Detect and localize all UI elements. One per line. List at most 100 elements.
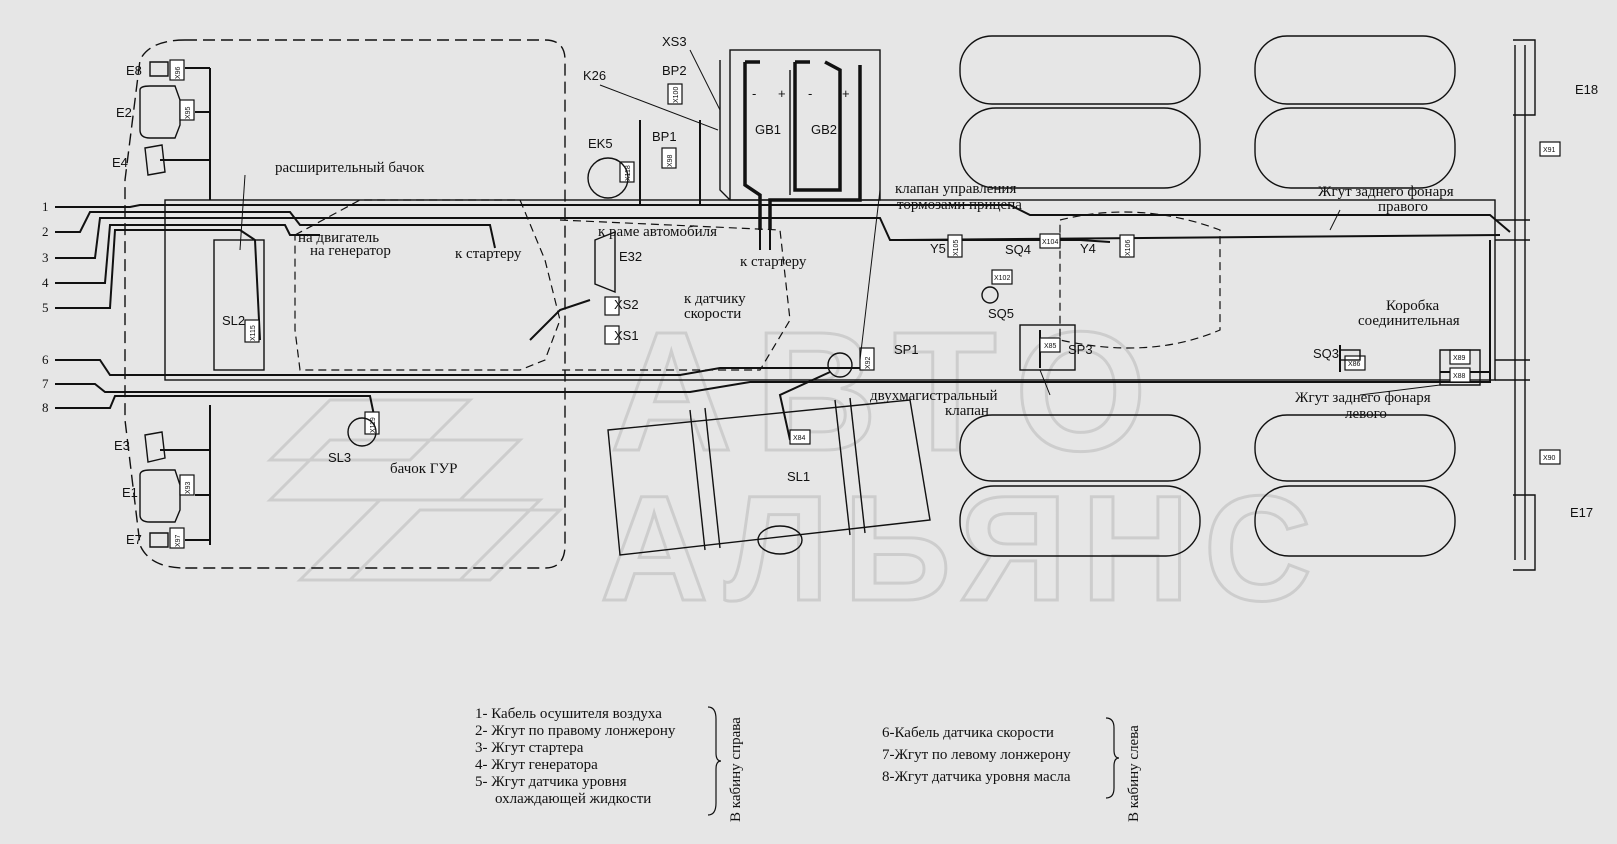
watermark-line1: АВТО <box>610 297 1169 487</box>
conn-x86: X86 <box>1348 361 1361 368</box>
legend-item-8: 8-Жгут датчика уровня масла <box>882 769 1071 785</box>
label-trailer-valve-2: тормозами прицепа <box>897 197 1022 213</box>
watermark: АВТО АЛЬЯНС <box>266 296 1326 634</box>
conn-x88: X88 <box>1453 373 1466 380</box>
label-to-starter-2: к стартеру <box>740 254 807 270</box>
wire-number-4: 4 <box>42 275 49 290</box>
connector-boxes <box>169 59 1561 549</box>
side-label-right: В кабину справа <box>728 717 744 822</box>
conn-x118: X118 <box>625 165 632 181</box>
side-label-left: В кабину слева <box>1126 725 1142 822</box>
label-expansion-tank: расширительный бачок <box>275 160 425 176</box>
label-speed-sensor-1: к датчику <box>684 291 746 307</box>
label-bp1: BP1 <box>652 129 677 144</box>
wire-number-5: 5 <box>42 300 49 315</box>
conn-x100: X100 <box>673 87 680 103</box>
label-rear-right-1: Жгут заднего фонаря <box>1318 184 1454 200</box>
legend-item-2: 2- Жгут по правому лонжерону <box>475 723 676 739</box>
conn-x90: X90 <box>1543 455 1556 462</box>
engine-sketch <box>294 199 1221 371</box>
label-dual-valve-2: клапан <box>945 403 989 419</box>
label-sl3: SL3 <box>328 450 351 465</box>
battery-minus-2: - <box>808 86 812 101</box>
sq5-switch-icon <box>981 286 999 304</box>
label-junction-1: Коробка <box>1386 298 1439 314</box>
wire-number-1: 1 <box>42 199 49 214</box>
legend-item-5b: охлаждающей жидкости <box>495 791 652 807</box>
label-e2: E2 <box>116 105 132 120</box>
label-to-generator: на генератор <box>310 243 391 259</box>
wire-number-6: 6 <box>42 352 49 367</box>
label-xs1: XS1 <box>614 328 639 343</box>
label-gb1: GB1 <box>755 122 781 137</box>
label-sp1: SP1 <box>894 342 919 357</box>
front-lamps <box>139 61 181 548</box>
conn-x104: X104 <box>1042 239 1058 246</box>
lamp-e4-icon <box>144 144 166 176</box>
label-to-frame: к раме автомобиля <box>598 224 717 240</box>
ek5-heater-icon <box>587 157 629 199</box>
label-k26: K26 <box>583 68 606 83</box>
conn-x95: X95 <box>185 106 192 119</box>
label-e18: E18 <box>1575 82 1598 97</box>
wire-number-8: 8 <box>42 400 49 415</box>
conn-x97: X97 <box>175 534 182 547</box>
label-xs2: XS2 <box>614 297 639 312</box>
conn-x102: X102 <box>994 275 1010 282</box>
wire-number-3: 3 <box>42 250 49 265</box>
label-e8: E8 <box>126 63 142 78</box>
label-ek5: EK5 <box>588 136 613 151</box>
label-to-starter-1: к стартеру <box>455 246 522 262</box>
conn-x98: X98 <box>667 154 674 167</box>
sp3-sensor-icon <box>1019 324 1076 371</box>
leader-lines <box>239 49 1441 396</box>
sl2-sensor-icon <box>213 239 265 371</box>
connector-labels: X96 X95 X93 X97 X115 X119 X118 X100 X98 … <box>175 66 1556 547</box>
lamp-e1-icon <box>139 469 181 523</box>
label-rear-right-2: правого <box>1378 199 1428 215</box>
label-sl1: SL1 <box>787 469 810 484</box>
label-sl2: SL2 <box>222 313 245 328</box>
label-speed-sensor-2: скорости <box>684 306 741 322</box>
e32-lamp-icon <box>594 230 616 294</box>
label-dual-valve-1: двухмагистральный <box>870 388 998 404</box>
rear-lamp-e17-icon <box>1513 494 1536 571</box>
wire-number-7: 7 <box>42 376 49 391</box>
wire-number-2: 2 <box>42 224 49 239</box>
harness-wires <box>55 67 1511 545</box>
lamp-e8-icon <box>149 61 169 77</box>
label-gur-tank: бачок ГУР <box>390 461 457 477</box>
brace-right-icon <box>707 706 722 816</box>
sp1-sensor-icon <box>827 352 853 378</box>
label-e17: E17 <box>1570 505 1593 520</box>
label-e7: E7 <box>126 532 142 547</box>
label-sq3: SQ3 <box>1313 346 1339 361</box>
battery-cable <box>743 62 762 230</box>
watermark-line2: АЛЬЯНС <box>600 464 1326 632</box>
legend-item-5: 5- Жгут датчика уровня <box>475 774 627 790</box>
sl3-sensor-icon <box>347 417 377 447</box>
label-y4: Y4 <box>1080 241 1096 256</box>
rear-wheels <box>959 35 1526 560</box>
lamp-e7-icon <box>149 532 169 548</box>
conn-x89: X89 <box>1453 355 1466 362</box>
conn-x91: X91 <box>1543 147 1556 154</box>
label-gb2: GB2 <box>811 122 837 137</box>
label-to-engine: на двигатель <box>298 230 379 246</box>
conn-x84: X84 <box>793 435 806 442</box>
battery-plus-1: + <box>778 86 786 101</box>
conn-x92: X92 <box>865 356 872 369</box>
legend-item-4: 4- Жгут генератора <box>475 757 598 773</box>
legend-item-3: 3- Жгут стартера <box>475 740 584 756</box>
cab-outline <box>124 39 566 569</box>
battery-plus-2: + <box>842 86 850 101</box>
lamp-e3-icon <box>144 431 166 463</box>
label-junction-2: соединительная <box>1358 313 1460 329</box>
label-y5: Y5 <box>930 241 946 256</box>
fuel-tank <box>607 397 931 556</box>
legend-right: 1- Кабель осушителя воздуха 2- Жгут по п… <box>475 706 675 808</box>
legend-item-7: 7-Жгут по левому лонжерону <box>882 747 1071 763</box>
label-rear-left-2: левого <box>1345 406 1387 422</box>
brace-left-icon <box>1105 717 1120 799</box>
